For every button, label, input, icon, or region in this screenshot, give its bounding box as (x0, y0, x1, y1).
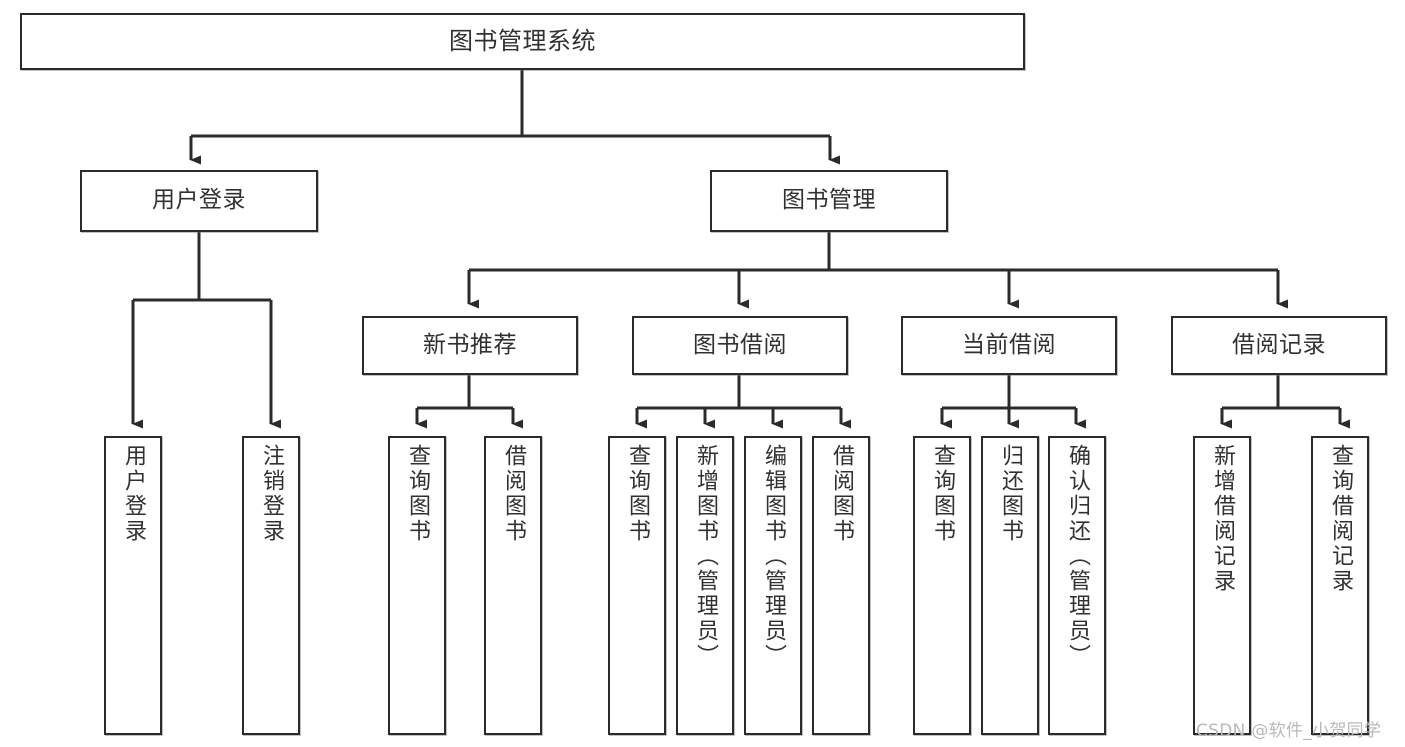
node-label: 图书借阅 (693, 331, 787, 358)
node-label: 确认归还（管理员） (1065, 444, 1090, 669)
node-borrow-record[interactable]: 借阅记录 (1171, 316, 1387, 375)
node-label: 图书管理 (782, 187, 876, 214)
node-label: 新增图书（管理员） (693, 444, 718, 669)
node-label: 当前借阅 (962, 331, 1056, 358)
node-label: 查询图书 (625, 444, 650, 544)
node-label: 查询图书 (930, 444, 955, 544)
node-root-system[interactable]: 图书管理系统 (20, 13, 1025, 70)
node-leaf-borrow-book-1[interactable]: 借阅图书 (484, 436, 542, 735)
node-label: 编辑图书（管理员） (761, 444, 786, 669)
node-label: 借阅图书 (501, 444, 526, 544)
node-current-borrow[interactable]: 当前借阅 (901, 316, 1117, 375)
node-label: 新增借阅记录 (1210, 444, 1235, 594)
node-leaf-user-login[interactable]: 用户登录 (104, 436, 162, 735)
node-label: 用户登录 (121, 444, 146, 544)
node-label: 借阅记录 (1232, 331, 1326, 358)
node-leaf-confirm-return-admin[interactable]: 确认归还（管理员） (1048, 436, 1106, 735)
node-leaf-borrow-book-2[interactable]: 借阅图书 (812, 436, 870, 735)
node-leaf-return-book[interactable]: 归还图书 (981, 436, 1039, 735)
node-label: 查询借阅记录 (1328, 444, 1353, 594)
node-label: 查询图书 (405, 444, 430, 544)
node-label: 归还图书 (998, 444, 1023, 544)
node-label: 新书推荐 (423, 331, 517, 358)
node-label: 用户登录 (152, 187, 246, 214)
node-book-management[interactable]: 图书管理 (710, 170, 948, 232)
node-leaf-add-book-admin[interactable]: 新增图书（管理员） (676, 436, 734, 735)
node-leaf-edit-book-admin[interactable]: 编辑图书（管理员） (744, 436, 802, 735)
node-leaf-query-book-1[interactable]: 查询图书 (388, 436, 446, 735)
node-leaf-query-book-3[interactable]: 查询图书 (913, 436, 971, 735)
node-leaf-query-book-2[interactable]: 查询图书 (608, 436, 666, 735)
node-user-login[interactable]: 用户登录 (80, 170, 318, 232)
node-label: 图书管理系统 (449, 27, 596, 56)
node-leaf-add-borrow-record[interactable]: 新增借阅记录 (1193, 436, 1251, 735)
node-book-borrow[interactable]: 图书借阅 (632, 316, 848, 375)
node-new-book-recommend[interactable]: 新书推荐 (362, 316, 578, 375)
node-leaf-logout-login[interactable]: 注销登录 (242, 436, 300, 735)
node-leaf-query-borrow-record[interactable]: 查询借阅记录 (1311, 436, 1369, 735)
node-label: 注销登录 (259, 444, 284, 544)
node-label: 借阅图书 (829, 444, 854, 544)
